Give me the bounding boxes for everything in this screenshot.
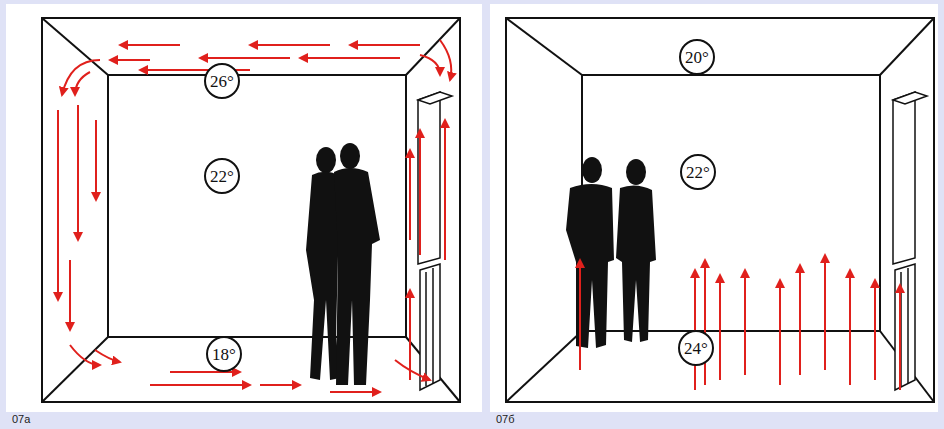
window-radiator xyxy=(418,92,927,390)
temperature-circle: 22° xyxy=(204,158,240,194)
air-arrow xyxy=(719,275,721,380)
air-arrow xyxy=(110,59,150,61)
air-arrow xyxy=(150,384,250,386)
air-arrow xyxy=(824,255,826,370)
air-arrow xyxy=(704,260,706,385)
temperature-value: 22° xyxy=(686,164,710,181)
air-arrow xyxy=(330,391,380,393)
air-arrow xyxy=(419,130,421,255)
air-arrow xyxy=(170,371,240,373)
air-arrow xyxy=(200,57,290,59)
temperature-value: 26° xyxy=(210,73,234,90)
panel xyxy=(490,4,938,412)
panel xyxy=(6,4,482,412)
air-arrow xyxy=(444,120,446,260)
temperature-value: 24° xyxy=(684,340,708,357)
air-arrow xyxy=(95,350,120,362)
air-arrow xyxy=(420,55,440,75)
temperature-circle: 18° xyxy=(206,336,242,372)
temperature-circle: 20° xyxy=(679,39,715,75)
temperature-value: 18° xyxy=(212,346,236,363)
air-arrow xyxy=(57,110,59,300)
air-arrow xyxy=(779,280,781,385)
air-arrow xyxy=(579,260,581,370)
air-arrow xyxy=(75,72,90,95)
people-silhouette xyxy=(306,143,656,385)
air-arrow xyxy=(95,120,97,200)
air-arrow xyxy=(440,40,451,80)
figure-number: 07a xyxy=(12,413,30,425)
air-arrow xyxy=(70,345,100,365)
air-arrow xyxy=(69,260,71,330)
air-arrow xyxy=(409,150,411,240)
air-arrow xyxy=(395,360,430,380)
air-arrow xyxy=(799,265,801,375)
air-flow-arrows xyxy=(58,40,900,392)
air-arrow xyxy=(350,44,420,46)
air-arrow xyxy=(62,60,100,95)
temperature-circle: 26° xyxy=(204,63,240,99)
air-arrow xyxy=(77,105,79,240)
air-arrow xyxy=(250,44,330,46)
air-arrow xyxy=(849,270,851,385)
air-arrow xyxy=(744,270,746,375)
air-arrow xyxy=(260,384,300,386)
air-arrow xyxy=(874,280,876,380)
temperature-value: 20° xyxy=(685,49,709,66)
air-arrow xyxy=(899,285,901,390)
room-outline xyxy=(42,18,934,402)
air-arrow xyxy=(300,57,400,59)
air-arrow xyxy=(120,44,180,46)
figure-number: 07б xyxy=(496,413,515,425)
temperature-circle: 24° xyxy=(678,330,714,366)
air-arrow xyxy=(409,290,411,380)
temperature-circle: 22° xyxy=(680,154,716,190)
temperature-value: 22° xyxy=(210,168,234,185)
